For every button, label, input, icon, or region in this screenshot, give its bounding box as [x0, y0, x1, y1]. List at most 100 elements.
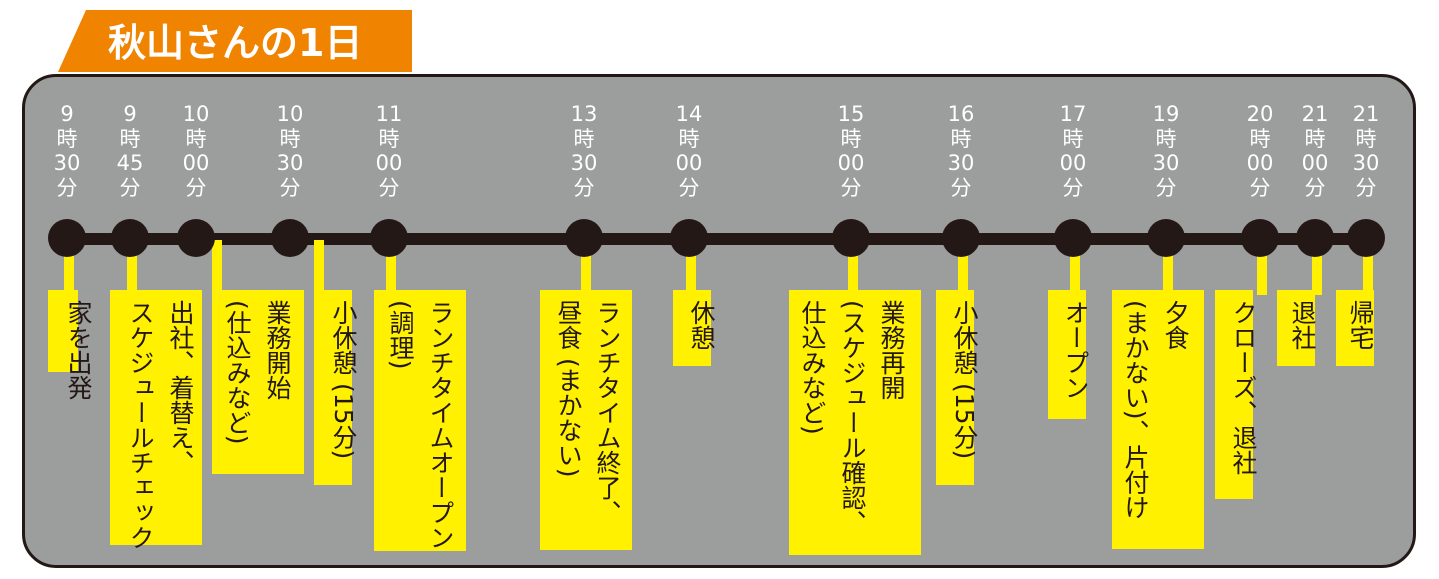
time-label-part: 00 [1301, 151, 1329, 175]
event-text: 小休憩 (15分) [329, 300, 358, 460]
event-box [1336, 290, 1374, 366]
event-text: (スケジュール確認、 [838, 300, 867, 535]
event-box [1112, 290, 1204, 549]
time-label-part: 時 [950, 126, 972, 151]
time-label-part: 11 [375, 102, 403, 126]
event-box [1048, 290, 1086, 419]
event-box [212, 290, 304, 474]
timeline-dot [1054, 219, 1092, 257]
time-label-part: 時 [119, 126, 141, 151]
time-label-part: 時 [279, 126, 301, 151]
time-label-part: 00 [1246, 151, 1274, 175]
event-text: (まかない)、片付け [1121, 300, 1150, 520]
time-label-part: 00 [675, 151, 703, 175]
time-label-part: 21 [1301, 102, 1329, 126]
time-label-part: 分 [185, 175, 207, 200]
time-label-part: 00 [182, 151, 210, 175]
event-box [936, 290, 974, 485]
timeline-dot [565, 219, 603, 257]
time-label-part: 時 [1062, 126, 1084, 151]
event-connector [1070, 240, 1080, 295]
event-text: (調理) [386, 300, 415, 370]
time-label-part: 15 [837, 102, 865, 126]
time-label-part: 分 [950, 175, 972, 200]
event-connector [1163, 240, 1173, 295]
timeline-dot [1296, 219, 1334, 257]
event-box [1277, 290, 1315, 366]
time-label-part: 30 [1352, 151, 1380, 175]
event-box [673, 290, 711, 366]
event-connector [64, 240, 74, 295]
time-label-part: 10 [276, 102, 304, 126]
timeline-dot [942, 219, 980, 257]
event-connector [848, 240, 858, 295]
event-text: 家を出発 [64, 300, 93, 400]
event-box [110, 290, 202, 545]
time-label-part: 30 [276, 151, 304, 175]
timeline-dot [1241, 219, 1279, 257]
time-label-part: 00 [375, 151, 403, 175]
time-label-part: 9 [60, 102, 74, 126]
timeline-dot [670, 219, 708, 257]
event-text: 業務開始 [263, 300, 292, 400]
time-label-part: 13 [570, 102, 598, 126]
event-connector [212, 240, 222, 295]
event-text: 退社 [1288, 300, 1317, 350]
time-label-part: 30 [947, 151, 975, 175]
time-label-part: 分 [279, 175, 301, 200]
event-box [374, 290, 466, 551]
time-label-part: 00 [837, 151, 865, 175]
time-label-part: 分 [840, 175, 862, 200]
time-label-part: 分 [56, 175, 78, 200]
timeline-dot [271, 219, 309, 257]
time-label-part: 分 [1155, 175, 1177, 200]
time-label-part: 時 [56, 126, 78, 151]
event-text: ランチタイム終了、 [593, 300, 622, 525]
event-text: 昼食 (まかない) [554, 300, 583, 478]
time-label-part: 時 [378, 126, 400, 151]
event-connector [1257, 240, 1267, 295]
time-label-part: 時 [840, 126, 862, 151]
event-connector [1363, 240, 1373, 295]
time-label-part: 17 [1059, 102, 1087, 126]
event-text: 仕込みなど) [798, 300, 827, 435]
timeline-dot [370, 219, 408, 257]
time-label-part: 分 [1304, 175, 1326, 200]
timeline-dot [1347, 219, 1385, 257]
event-text: 帰宅 [1346, 300, 1375, 350]
time-label-part: 分 [119, 175, 141, 200]
time-label-part: 分 [378, 175, 400, 200]
timeline-dot [1147, 219, 1185, 257]
time-label-part: 時 [185, 126, 207, 151]
timeline-dot [48, 219, 86, 257]
event-text: 小休憩 (15分) [950, 300, 979, 460]
event-text: 業務再開 [877, 300, 906, 400]
time-label-part: 分 [1062, 175, 1084, 200]
event-connector [386, 240, 396, 295]
event-connector [958, 240, 968, 295]
time-label-part: 時 [573, 126, 595, 151]
time-label-part: 00 [1059, 151, 1087, 175]
event-text: 出社、着替え、 [166, 300, 195, 475]
event-box [1215, 290, 1253, 499]
time-label-part: 時 [1304, 126, 1326, 151]
time-label-part: 分 [1355, 175, 1377, 200]
event-text: 夕食 [1161, 300, 1190, 350]
event-text: 休憩 [687, 300, 716, 350]
timeline-dot [177, 219, 215, 257]
time-label-part: 21 [1352, 102, 1380, 126]
event-box [540, 290, 632, 550]
time-label-part: 9 [123, 102, 137, 126]
